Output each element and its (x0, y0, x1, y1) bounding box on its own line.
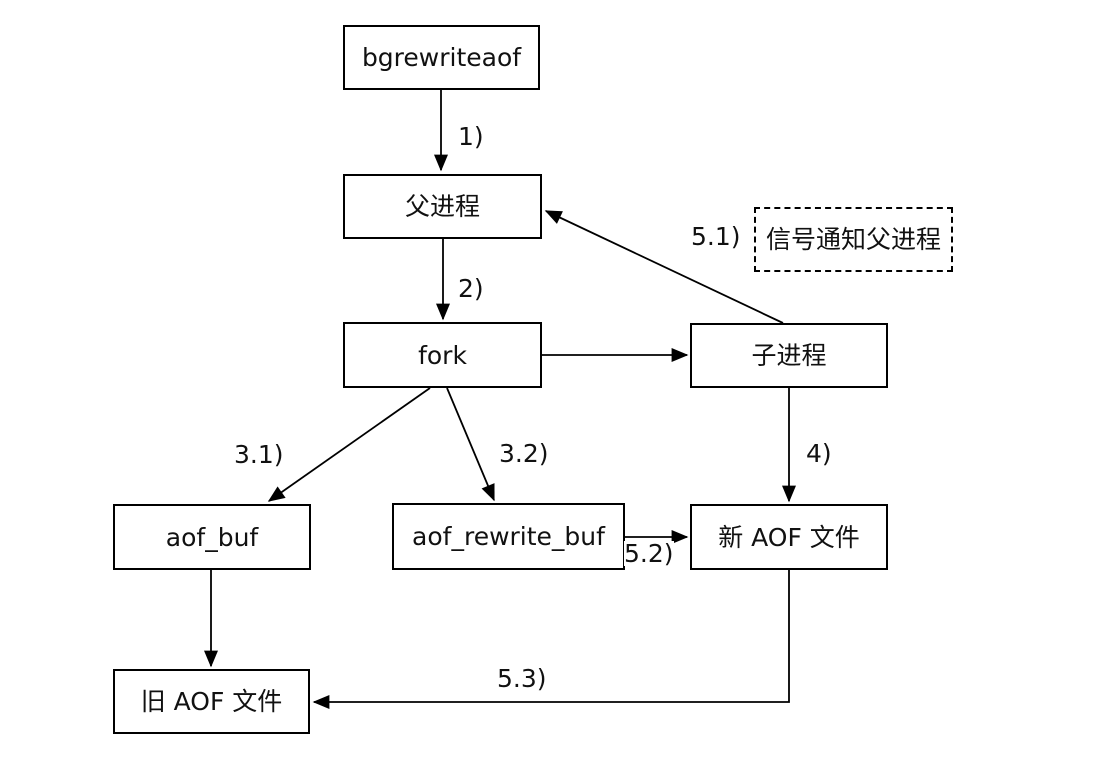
arrow-step3-1-fork-to-aofbuf (267, 387, 431, 502)
arrow-step5-3-newaof-to-oldaof (312, 570, 790, 709)
arrow-step3-2-fork-to-aofrewritebuf (446, 387, 495, 502)
arrow-step5-1-child-to-parent (544, 210, 784, 324)
node-old-aof-file: 旧 AOF 文件 (113, 669, 310, 734)
node-fork: fork (343, 322, 542, 388)
edge-label-step5-2: 5.2) (624, 539, 674, 568)
node-aof-rewrite-buf: aof_rewrite_buf (392, 503, 625, 570)
edge-label-step5-3: 5.3) (497, 664, 547, 693)
edge-label-step2: 2) (458, 274, 484, 303)
node-parent-process: 父进程 (343, 174, 542, 239)
edge-label-step3-2: 3.2) (499, 439, 549, 468)
node-aof-buf: aof_buf (113, 504, 311, 570)
node-bgrewriteaof: bgrewriteaof (343, 25, 540, 90)
edge-label-step3-1: 3.1) (234, 440, 284, 469)
node-child-process: 子进程 (690, 323, 888, 388)
node-new-aof-file: 新 AOF 文件 (690, 504, 888, 570)
node-signal-note: 信号通知父进程 (754, 207, 953, 272)
edge-label-step1: 1) (458, 122, 484, 151)
edge-label-step5-1: 5.1) (691, 222, 741, 251)
edge-label-step4: 4) (806, 439, 832, 468)
